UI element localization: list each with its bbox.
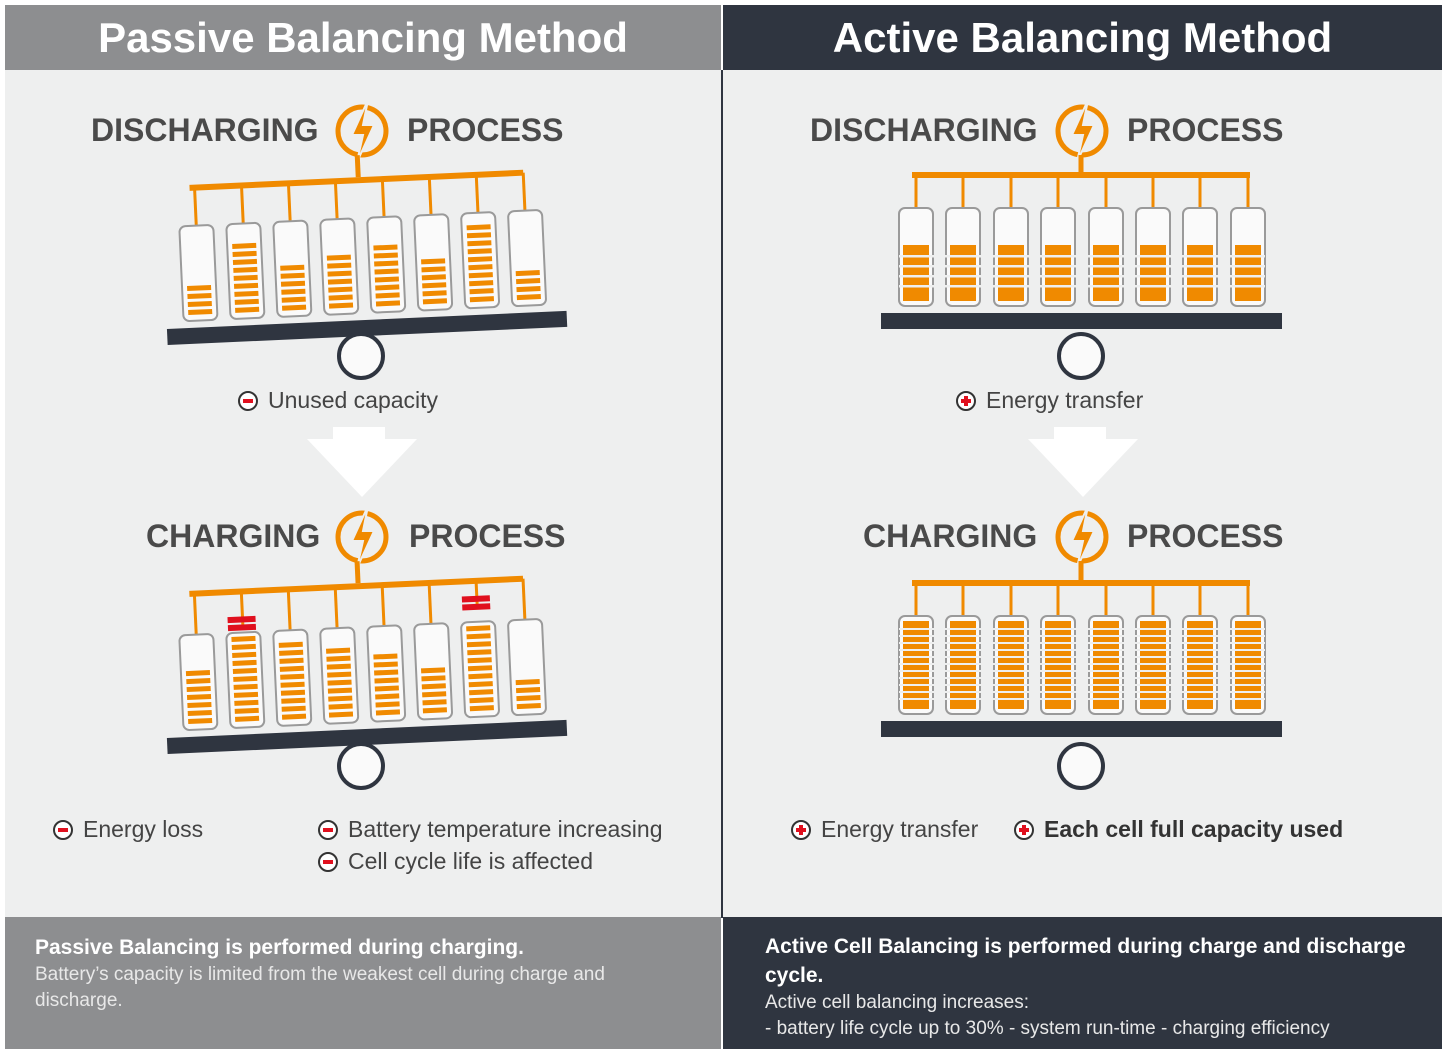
passive-discharging-process-word: PROCESS xyxy=(407,112,563,148)
active-panel: Active Balancing Method DISCHARGING PROC… xyxy=(723,5,1442,1049)
minus-circle-icon xyxy=(318,851,338,872)
active-footer-text-2: - battery life cycle up to 30% - system … xyxy=(765,1018,1330,1039)
lightning-icon xyxy=(1055,99,1109,163)
passive-charge-battery-group xyxy=(166,561,568,754)
energy-transfer-bottom-label: Energy transfer xyxy=(791,816,978,843)
active-diagram: DISCHARGING PROCESS CHARGING PROCESS xyxy=(810,99,1283,790)
passive-discharge-battery-group xyxy=(166,155,568,345)
active-discharge-battery-group xyxy=(881,155,1282,329)
full-capacity-label: Each cell full capacity used xyxy=(1014,816,1343,843)
minus-circle-icon xyxy=(318,819,338,840)
passive-charging-process-word: PROCESS xyxy=(409,518,565,554)
fulcrum-icon xyxy=(1057,332,1105,380)
active-discharging-word: DISCHARGING xyxy=(810,112,1038,148)
down-arrow-icon xyxy=(1028,427,1138,497)
panel-divider xyxy=(721,70,723,918)
cell-cycle-label: Cell cycle life is affected xyxy=(318,848,593,875)
plus-circle-icon xyxy=(956,390,976,411)
passive-footer: Passive Balancing is performed during ch… xyxy=(5,917,721,1049)
active-title: Active Balancing Method xyxy=(723,5,1442,70)
lightning-icon xyxy=(335,99,389,163)
fulcrum-icon xyxy=(337,742,385,790)
lightning-icon xyxy=(1055,505,1109,569)
battery-temperature-label: Battery temperature increasing xyxy=(318,816,663,843)
fulcrum-icon xyxy=(337,332,385,380)
active-footer: Active Cell Balancing is performed durin… xyxy=(723,917,1442,1049)
minus-circle-icon xyxy=(53,819,73,840)
active-discharging-process-word: PROCESS xyxy=(1127,112,1283,148)
lightning-icon xyxy=(335,505,389,569)
active-charging-word: CHARGING xyxy=(863,518,1037,554)
passive-charging-word: CHARGING xyxy=(146,518,320,554)
energy-loss-label: Energy loss xyxy=(53,816,203,843)
passive-footer-heading: Passive Balancing is performed during ch… xyxy=(35,936,524,959)
plus-circle-icon xyxy=(791,819,811,840)
passive-footer-text: Battery’s capacity is limited from the w… xyxy=(35,964,605,1011)
active-footer-heading: Active Cell Balancing is performed durin… xyxy=(765,935,1406,987)
energy-transfer-top-label: Energy transfer xyxy=(956,387,1143,414)
active-charging-process-word: PROCESS xyxy=(1127,518,1283,554)
fulcrum-icon xyxy=(1057,742,1105,790)
passive-discharging-word: DISCHARGING xyxy=(91,112,319,148)
unused-capacity-label: Unused capacity xyxy=(238,387,438,414)
passive-panel: Passive Balancing Method DISCHARGING PRO… xyxy=(5,5,721,1049)
overflow-indicator xyxy=(227,595,491,632)
passive-title: Passive Balancing Method xyxy=(5,5,721,70)
active-footer-text-1: Active cell balancing increases: xyxy=(765,992,1030,1013)
active-charge-battery-group xyxy=(881,561,1282,737)
minus-circle-icon xyxy=(238,390,258,411)
down-arrow-icon xyxy=(307,427,417,497)
passive-diagram: DISCHARGING PROCESS CHARGING PROCESS xyxy=(91,99,568,790)
plus-circle-icon xyxy=(1014,819,1034,840)
